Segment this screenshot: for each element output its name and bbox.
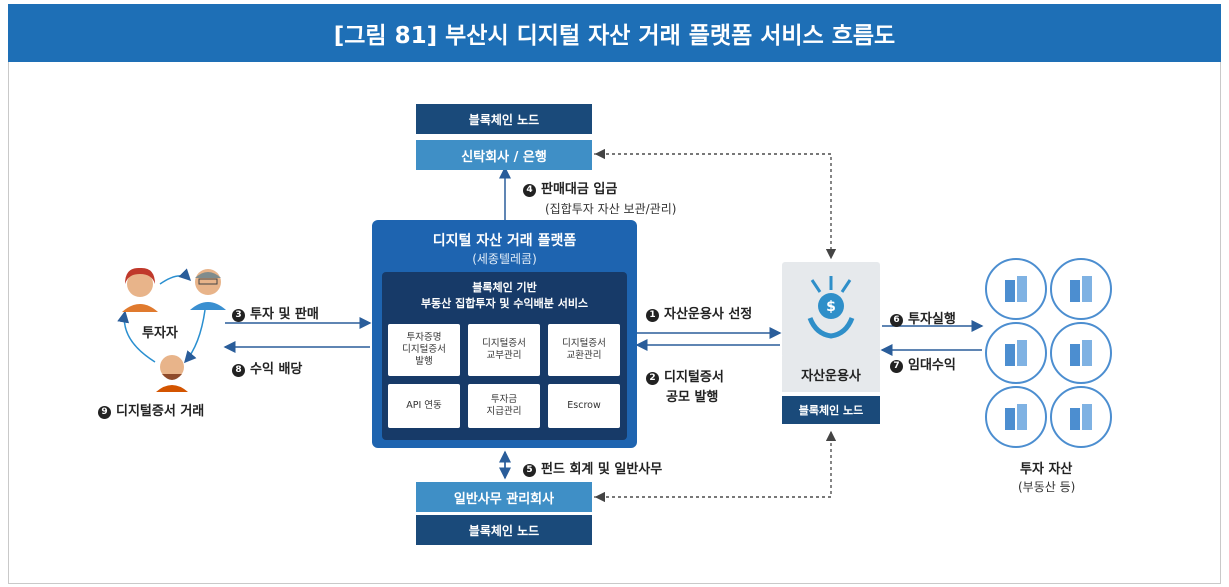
flow-2-number: 2 <box>646 372 659 385</box>
service-cell-api: API 연동 <box>388 384 460 428</box>
service-cell-delivery: 디지털증서 교부관리 <box>468 324 540 376</box>
manager-blockchain-node: 블록체인 노드 <box>782 396 880 424</box>
flow-7-number: 7 <box>890 360 903 373</box>
flow-8-label: 8 수익 배당 <box>232 358 302 377</box>
flow-6-text: 투자실행 <box>908 312 956 327</box>
platform-title: 디지털 자산 거래 플랫폼 <box>432 233 577 249</box>
flow-7-label: 7 임대수익 <box>890 354 956 373</box>
platform-service-panel: 블록체인 기반 부동산 집합투자 및 수익배분 서비스 투자증명 디지털증서 발… <box>382 272 627 440</box>
trust-bank-node: 신탁회사 / 은행 <box>416 140 592 170</box>
asset-building-icon <box>1050 322 1112 384</box>
flow-9-number: 9 <box>98 406 111 419</box>
asset-manager-label: 자산운용사 <box>782 356 880 392</box>
asset-building-icon <box>985 386 1047 448</box>
investor-trade-label: 9 디지털증서 거래 <box>98 400 204 419</box>
flow-3-number: 3 <box>232 309 245 322</box>
service-title-line-1: 블록체인 기반 <box>472 281 537 294</box>
investors-icon <box>122 267 226 392</box>
money-hands-icon: $ <box>807 276 855 339</box>
admin-company-node: 일반사무 관리회사 <box>416 482 592 512</box>
flow-6-label: 6 투자실행 <box>890 308 956 327</box>
flow-4-label: 4 판매대금 입금 <box>523 178 617 197</box>
service-cell-exchange: 디지털증서 교환관리 <box>548 324 620 376</box>
digital-asset-platform: 디지털 자산 거래 플랫폼 (세종텔레콤) 블록체인 기반 부동산 집합투자 및… <box>372 220 637 448</box>
service-cell-escrow: Escrow <box>548 384 620 428</box>
flow-1-label: 1 자산운용사 선정 <box>646 303 752 322</box>
flow-2-label-line2: 공모 발행 <box>666 390 719 405</box>
figure-title: [그림 81] 부산시 디지털 자산 거래 플랫폼 서비스 흐름도 <box>8 4 1221 62</box>
flow-4-number: 4 <box>523 184 536 197</box>
asset-building-icon <box>985 258 1047 320</box>
flow-6-number: 6 <box>890 314 903 327</box>
assets-label: 투자 자산 <box>1020 462 1073 477</box>
asset-manager-card: $ <box>782 262 880 358</box>
flow-7-text: 임대수익 <box>908 358 956 373</box>
assets-sublabel: (부동산 등) <box>1018 480 1076 494</box>
flow-3-label: 3 투자 및 판매 <box>232 303 319 322</box>
flow-1-text: 자산운용사 선정 <box>664 307 753 322</box>
top-blockchain-node: 블록체인 노드 <box>416 104 592 134</box>
flow-4-text: 판매대금 입금 <box>541 182 618 197</box>
flow-5-label: 5 펀드 회계 및 일반사무 <box>523 458 662 477</box>
asset-building-icon <box>1050 386 1112 448</box>
service-cell-payment: 투자금 지급관리 <box>468 384 540 428</box>
bottom-blockchain-node: 블록체인 노드 <box>416 515 592 545</box>
service-title: 블록체인 기반 부동산 집합투자 및 수익배분 서비스 <box>382 280 627 312</box>
flow-5-text: 펀드 회계 및 일반사무 <box>541 462 663 477</box>
flow-2-text: 디지털증서 <box>664 370 724 385</box>
investor-trade-text: 디지털증서 거래 <box>116 404 205 419</box>
flow-1-number: 1 <box>646 309 659 322</box>
flow-5-number: 5 <box>523 464 536 477</box>
flow-8-number: 8 <box>232 364 245 377</box>
service-cell-issue: 투자증명 디지털증서 발행 <box>388 324 460 376</box>
service-title-line-2: 부동산 집합투자 및 수익배분 서비스 <box>420 297 589 310</box>
svg-text:$: $ <box>826 299 836 315</box>
flow-8-text: 수익 배당 <box>250 362 303 377</box>
flow-4-sublabel: (집합투자 자산 보관/관리) <box>545 202 677 216</box>
asset-building-icon <box>985 322 1047 384</box>
platform-subtitle: (세종텔레콤) <box>472 252 537 266</box>
flow-3-text: 투자 및 판매 <box>250 307 319 322</box>
asset-building-icon <box>1050 258 1112 320</box>
flow-2-label: 2 디지털증서 <box>646 366 724 385</box>
investor-label: 투자자 <box>142 326 178 341</box>
